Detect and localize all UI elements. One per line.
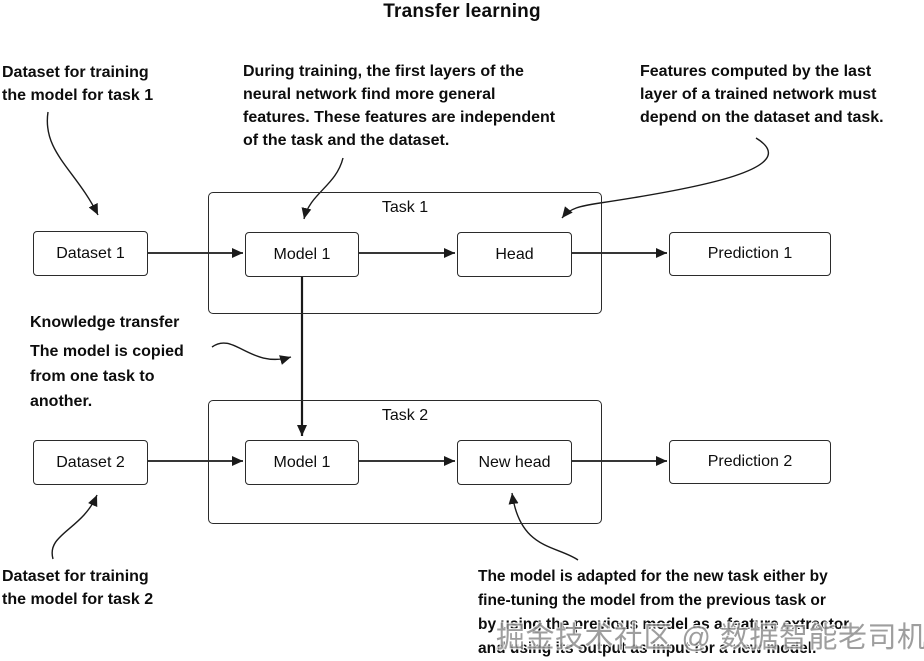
task1-label: Task 1 bbox=[381, 199, 429, 216]
task2-container: Task 2 bbox=[208, 400, 602, 524]
annotation-knowledge-transfer-body: The model is copied from one task to ano… bbox=[30, 343, 184, 410]
pointer-dataset1-note bbox=[46, 111, 99, 216]
page-title: Transfer learning bbox=[383, 1, 541, 22]
annotation-knowledge-transfer-title: Knowledge transfer bbox=[30, 314, 180, 331]
task2-label: Task 2 bbox=[381, 407, 429, 424]
pointer-dataset2-note bbox=[51, 494, 98, 560]
annotation-adaptation: The model is adapted for the new task ei… bbox=[478, 568, 850, 657]
pointer-task-features-note bbox=[561, 137, 770, 219]
pointer-adaptation-note bbox=[508, 492, 579, 561]
annotation-dataset1: Dataset for training the model for task … bbox=[2, 64, 154, 104]
annotation-general-features: During training, the first layers of the… bbox=[243, 63, 556, 149]
dataset1-box: Dataset 1 bbox=[33, 231, 148, 276]
prediction2-box: Prediction 2 bbox=[669, 440, 831, 484]
head-box: Head bbox=[457, 232, 572, 277]
dataset2-box: Dataset 2 bbox=[33, 440, 148, 485]
annotation-dataset2: Dataset for training the model for task … bbox=[2, 568, 154, 608]
model1-task2-box: Model 1 bbox=[245, 440, 359, 485]
pointer-knowledge-transfer-note bbox=[211, 342, 292, 365]
new-head-box: New head bbox=[457, 440, 572, 485]
watermark: 掘金技术社区 @ 数据智能老司机 bbox=[496, 622, 924, 654]
task1-container: Task 1 bbox=[208, 192, 602, 314]
annotation-task-features: Features computed by the last layer of a… bbox=[640, 63, 884, 126]
pointer-general-features-note bbox=[301, 157, 344, 220]
model1-task1-box: Model 1 bbox=[245, 232, 359, 277]
prediction1-box: Prediction 1 bbox=[669, 232, 831, 276]
